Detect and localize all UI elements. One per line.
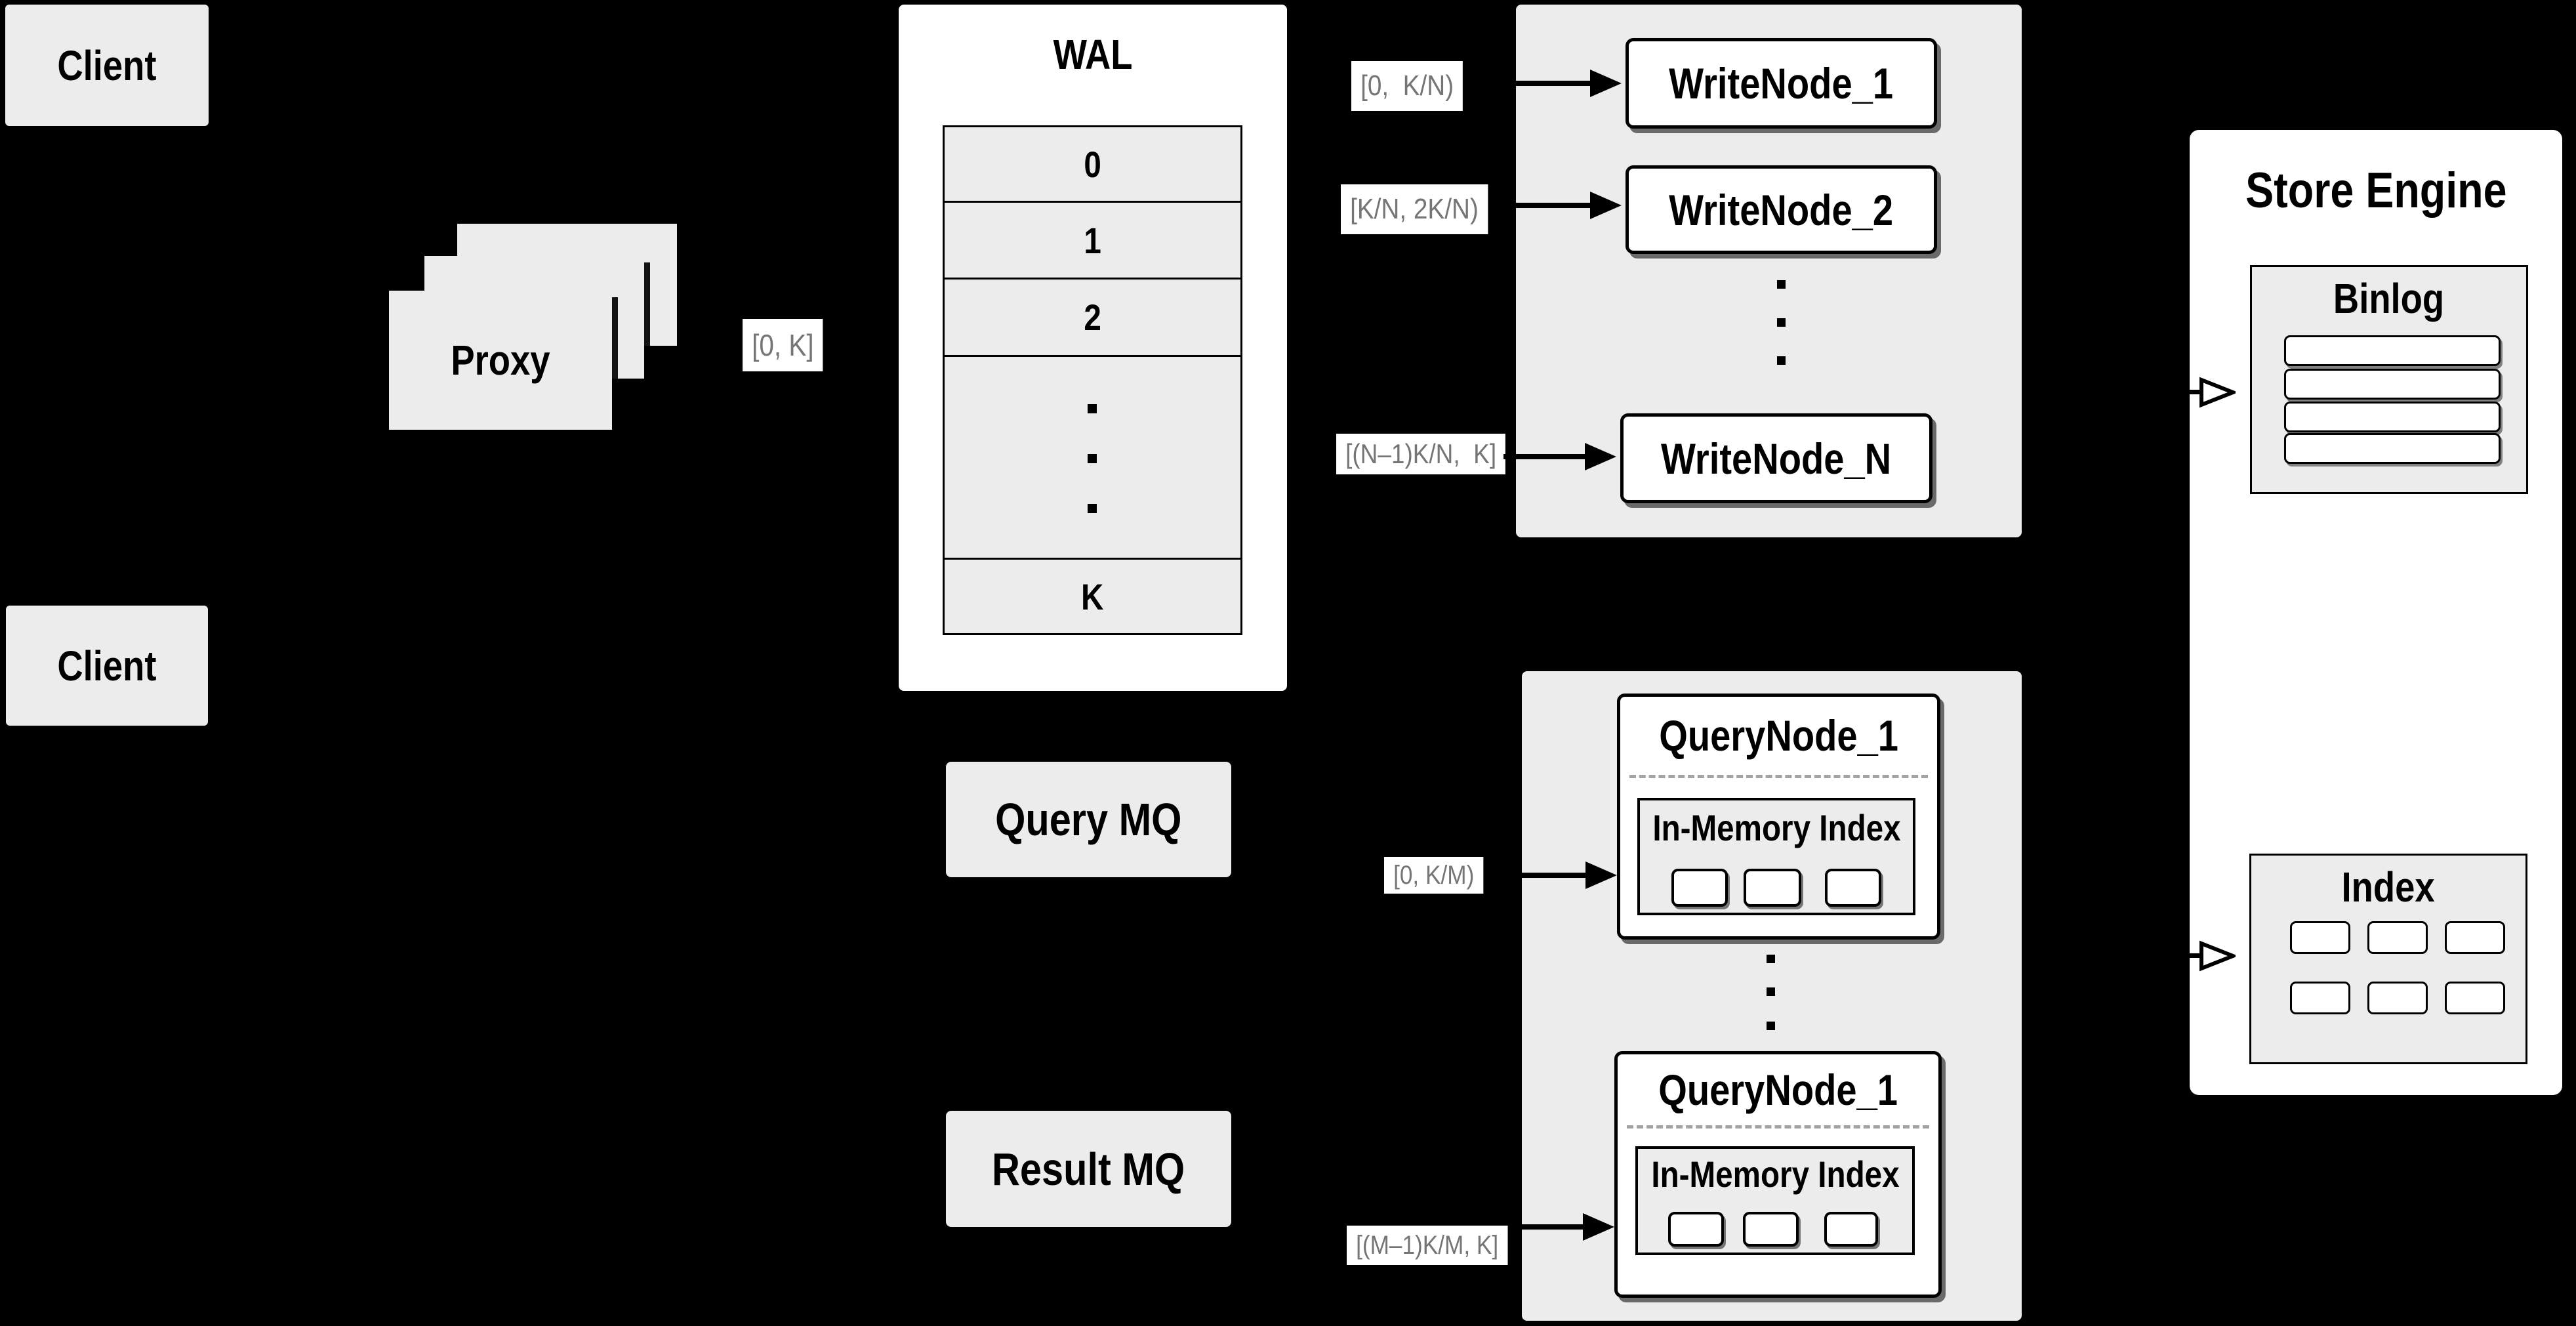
arrow-write-1-line [1476,81,1591,86]
wal-row-0: 0 [945,127,1240,203]
wal-row-1-label: 1 [1084,219,1101,261]
proxy-label: Proxy [451,337,550,384]
wal-ellipsis-dot [1088,454,1097,463]
query-node-1-title-wrap: QueryNode_1 [1620,697,1937,774]
arrow-index-line [2066,953,2203,958]
result-mq-box: Result MQ [946,1111,1231,1227]
arrow-write-1-head-icon [1590,70,1622,97]
binlog-label: Binlog [2333,275,2445,322]
wal-row-ellipsis [945,357,1240,560]
binlog-row [2284,433,2501,464]
arrow-binlog-line [2066,390,2203,394]
query-node-1-divider [1629,775,1928,778]
write-node-2-box: WriteNode_2 [1625,165,1937,254]
result-mq-label: Result MQ [992,1143,1185,1195]
wal-title: WAL [1053,31,1133,78]
index-title-wrap: Index [2251,863,2525,911]
write-node-2-label: WriteNode_2 [1669,185,1894,234]
in-memory-index-2-title-wrap: In-Memory Index [1638,1153,1912,1195]
query-ellipsis-dot [1767,1022,1775,1030]
client-box-top: Client [5,5,209,126]
query-node-2-title-wrap: QueryNode_1 [1618,1054,1938,1125]
memory-segment [1743,1212,1799,1247]
arrow-index-hollow-head-icon [2199,940,2236,972]
memory-segment [1744,869,1801,907]
index-box: Index [2249,854,2527,1064]
wal-ellipsis-dot [1088,404,1097,413]
store-engine-box: Store Engine Binlog Index [2190,130,2562,1095]
store-engine-title-wrap: Store Engine [2190,159,2562,222]
memory-segment [1824,1212,1878,1247]
query-ellipsis-dot [1767,987,1775,996]
arrow-write-2-head-icon [1590,192,1622,219]
client-top-label: Client [57,41,157,89]
wal-row-1: 1 [945,203,1240,280]
write-ellipsis-dot [1777,280,1786,289]
write-ellipsis-dot [1777,318,1786,327]
wal-row-2-label: 2 [1084,297,1101,338]
memory-segment [1825,869,1881,907]
index-cell [2367,982,2428,1014]
query-node-2-label: QueryNode_1 [1658,1066,1898,1114]
wal-row-k-label: K [1081,575,1104,617]
binlog-box: Binlog [2250,265,2528,494]
write-node-1-box: WriteNode_1 [1625,38,1937,129]
range-label-proxy: [0, K] [743,319,823,371]
query-node-2-divider [1627,1125,1929,1129]
query-ellipsis-dot [1767,955,1775,963]
wal-row-2: 2 [945,280,1240,357]
arrow-binlog-hollow-head-icon [2199,377,2236,408]
binlog-title-wrap: Binlog [2252,275,2526,322]
memory-segment [1671,869,1728,907]
binlog-row [2284,335,2501,366]
arrow-query-1-head-icon [1585,861,1617,889]
query-mq-box: Query MQ [946,762,1231,877]
wal-row-0-label: 0 [1084,143,1101,185]
in-memory-index-1-label: In-Memory Index [1652,806,1901,848]
write-node-n-box: WriteNode_N [1620,413,1932,503]
range-label-query-1: [0, K/M) [1384,857,1484,894]
index-cell [2445,982,2505,1014]
arrow-write-n-head-icon [1585,443,1616,470]
client-bottom-label: Client [57,642,157,690]
query-mq-label: Query MQ [995,794,1182,845]
write-node-n-label: WriteNode_N [1661,434,1892,483]
in-memory-index-2-label: In-Memory Index [1650,1153,1900,1195]
proxy-card-front: Proxy [389,291,612,430]
arrow-write-n-line [1503,454,1586,459]
index-cell [2445,921,2505,954]
index-cell [2290,982,2350,1014]
wal-title-wrap: WAL [899,28,1287,81]
index-cell [2367,921,2428,954]
query-node-2-box: QueryNode_1 In-Memory Index [1614,1051,1942,1298]
range-label-query-2: [(M–1)K/M, K] [1347,1226,1508,1265]
wal-ellipsis-dot [1088,504,1097,513]
write-node-1-label: WriteNode_1 [1669,59,1894,108]
write-ellipsis-dot [1777,356,1786,365]
arrow-query-2-line [1508,1224,1584,1230]
store-engine-label: Store Engine [2245,162,2507,218]
arrow-write-2-line [1505,203,1591,208]
query-node-1-box: QueryNode_1 In-Memory Index [1617,694,1940,940]
wal-table: 0 1 2 K [943,125,1242,635]
index-cell [2290,921,2350,954]
binlog-row [2284,402,2501,432]
range-label-write-n: [(N–1)K/N, K] [1336,434,1506,474]
memory-segment [1668,1212,1724,1247]
wal-row-k: K [945,560,1240,633]
in-memory-index-1-title-wrap: In-Memory Index [1640,806,1913,849]
arrow-query-1-line [1484,873,1587,878]
range-label-write-2: [K/N, 2K/N) [1341,184,1488,234]
wal-box: WAL 0 1 2 K [899,5,1287,691]
range-label-write-1: [0, K/N) [1351,61,1463,111]
client-box-bottom: Client [6,606,208,726]
arrow-query-2-head-icon [1583,1213,1614,1241]
in-memory-index-box-1: In-Memory Index [1637,798,1915,915]
binlog-row [2284,369,2501,400]
index-label: Index [2341,863,2436,911]
query-node-1-label: QueryNode_1 [1659,711,1898,760]
in-memory-index-box-2: In-Memory Index [1635,1146,1915,1255]
